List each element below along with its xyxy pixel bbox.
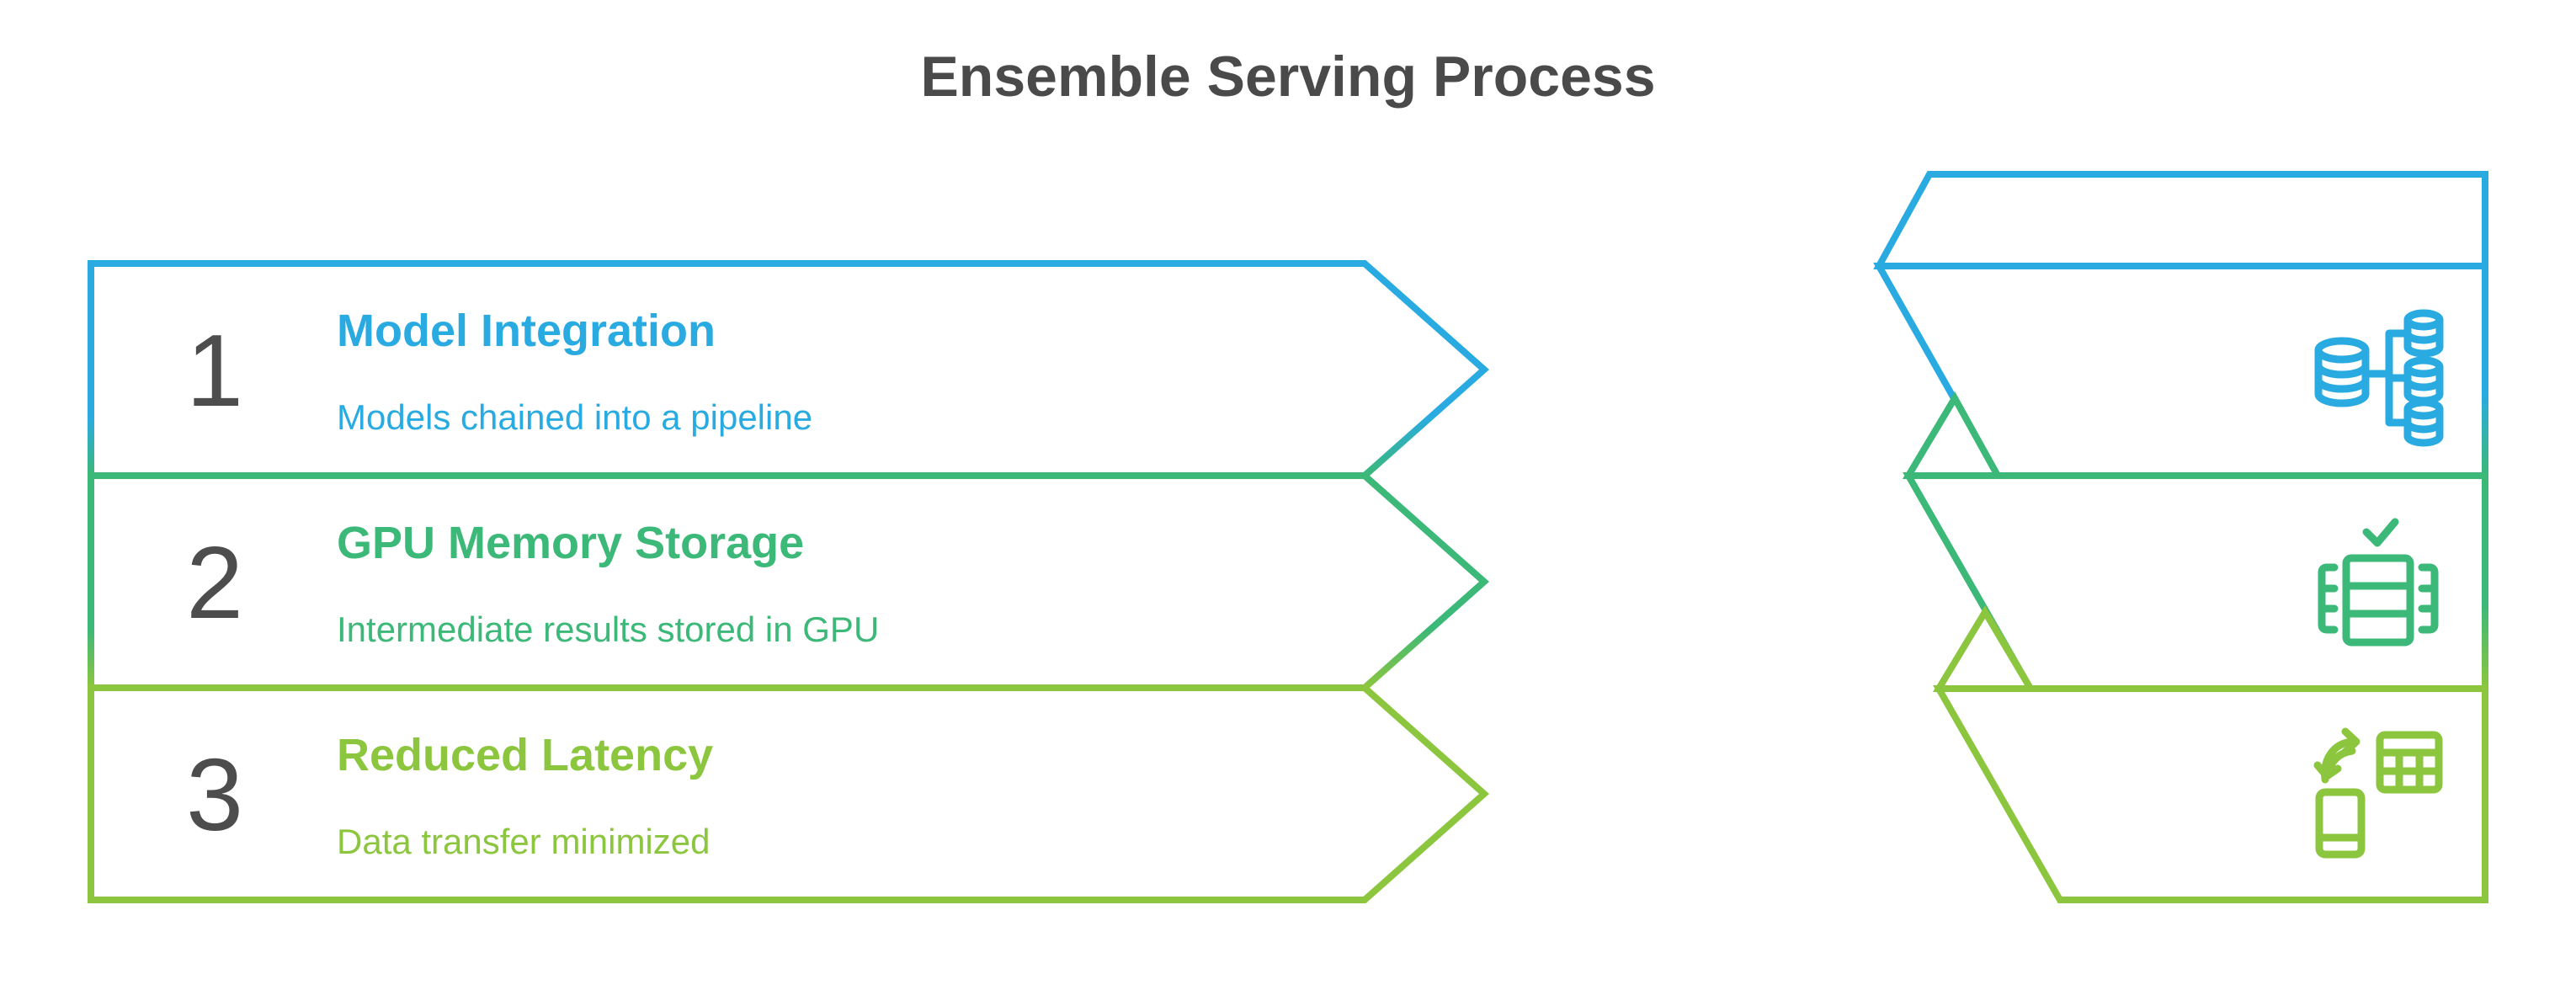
step-3-chevron	[88, 684, 1490, 903]
step-title: GPU Memory Storage	[337, 518, 805, 568]
memory-module-check-icon	[2318, 518, 2439, 647]
step-number: 2	[186, 525, 243, 640]
step-subtitle: Data transfer minimized	[337, 822, 711, 861]
database-distribution-icon	[2314, 309, 2444, 447]
step-subtitle: Models chained into a pipeline	[337, 397, 813, 437]
step-number: 3	[186, 737, 243, 852]
page-title: Ensemble Serving Process	[920, 45, 1656, 109]
device-table-sync-icon	[2313, 727, 2443, 859]
step-number: 1	[186, 313, 243, 428]
step-1-chevron	[88, 260, 1490, 479]
step-title: Model Integration	[337, 306, 716, 356]
ribbon-segment-1	[1873, 171, 2488, 269]
step-subtitle: Intermediate results stored in GPU	[337, 609, 880, 649]
ribbon-segment-4	[1933, 685, 2488, 903]
step-title: Reduced Latency	[337, 730, 714, 780]
step-2-chevron	[88, 472, 1490, 691]
